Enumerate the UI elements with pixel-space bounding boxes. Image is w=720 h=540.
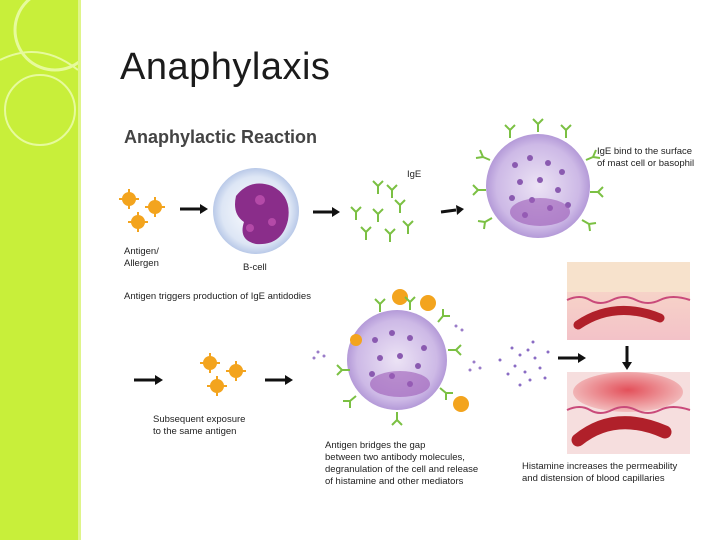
b-cell-label: B-cell <box>243 262 267 274</box>
arrow-right-icon <box>134 375 163 385</box>
arrow-right-icon <box>180 204 208 214</box>
arrow-right-icon <box>313 207 340 217</box>
ige-antibodies-illustration <box>351 181 413 242</box>
antigen-label: Antigen/ Allergen <box>124 246 159 270</box>
ige-label: IgE <box>407 169 421 181</box>
antigen-star-icon <box>119 189 165 232</box>
histamine-release-illustration <box>499 341 550 387</box>
skin-capillary-inflamed-illustration <box>567 372 690 454</box>
arrow-right-icon <box>265 375 293 385</box>
arrow-down-icon <box>622 346 632 370</box>
degranulating-mast-cell-illustration <box>313 289 482 425</box>
ige-bind-label: IgE bind to the surface of mast cell or … <box>597 146 694 170</box>
b-cell-illustration <box>213 168 299 254</box>
arrow-right-icon <box>441 205 464 215</box>
mast-cell-illustration <box>473 119 603 238</box>
skin-capillary-normal-illustration <box>567 262 690 340</box>
histamine-caption: Histamine increases the permeability and… <box>522 461 677 485</box>
antigen-bridges-caption: Antigen bridges the gap between two anti… <box>325 440 478 488</box>
subsequent-exposure-caption: Subsequent exposure to the same antigen <box>153 414 245 438</box>
arrow-right-icon <box>558 353 586 363</box>
antigen-star-icon <box>200 353 246 396</box>
antigen-triggers-caption: Antigen triggers production of IgE antid… <box>124 291 311 303</box>
